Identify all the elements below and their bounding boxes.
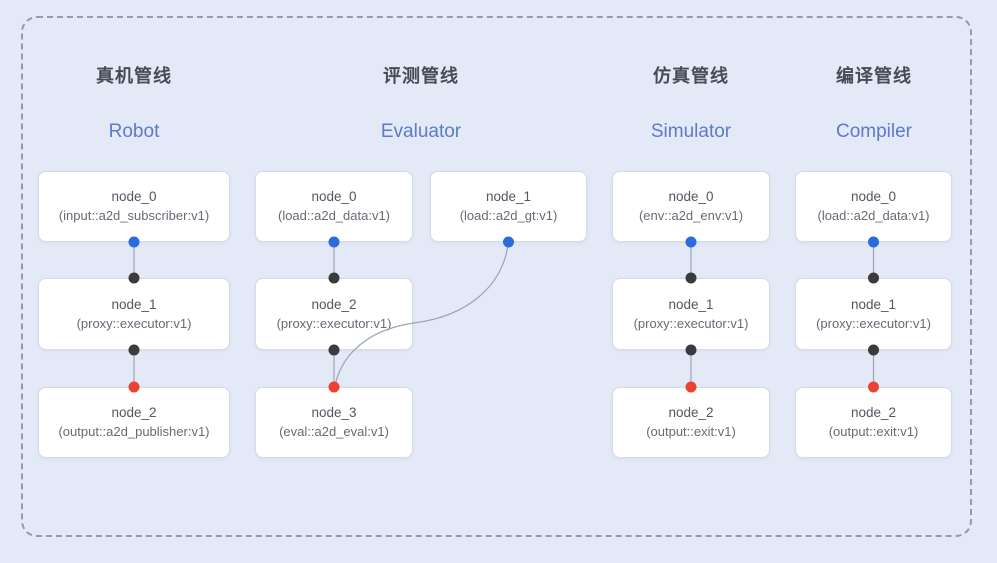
node-name: node_2 (311, 296, 357, 312)
evaluator-title-zh: 评测管线 (383, 66, 459, 86)
node-name: node_1 (485, 189, 532, 205)
compiler-node-2: node_2 (output::exit:v1) (795, 387, 952, 458)
compiler-node-1: node_1 (proxy::executor:v1) (795, 278, 952, 350)
robot-title-zh: 真机管线 (96, 66, 172, 86)
node-name: node_2 (668, 405, 714, 421)
compiler-title-zh: 编译管线 (836, 66, 912, 86)
node-name: node_3 (311, 405, 357, 421)
robot-node-1: node_1 (proxy::executor:v1) (38, 278, 230, 350)
node-type: (load::a2d_gt:v1) (459, 208, 558, 224)
node-name: node_1 (111, 296, 157, 312)
node-type: (output::exit:v1) (828, 424, 919, 440)
compiler-title-en: Compiler (835, 121, 913, 142)
simulator-node-1: node_1 (proxy::executor:v1) (612, 278, 770, 350)
node-type: (input::a2d_subscriber:v1) (58, 208, 210, 224)
robot-node-0: node_0 (input::a2d_subscriber:v1) (38, 171, 230, 242)
evaluator-node-1: node_1 (load::a2d_gt:v1) (430, 171, 587, 242)
evaluator-title-en: Evaluator (380, 121, 462, 142)
node-name: node_0 (311, 189, 357, 205)
simulator-title-zh: 仿真管线 (653, 66, 729, 86)
simulator-title-en: Simulator (650, 121, 732, 142)
simulator-node-0: node_0 (env::a2d_env:v1) (612, 171, 770, 242)
robot-title-en: Robot (108, 121, 160, 142)
node-type: (load::a2d_data:v1) (277, 208, 391, 224)
node-type: (load::a2d_data:v1) (817, 208, 930, 224)
node-name: node_0 (111, 189, 157, 205)
compiler-node-0: node_0 (load::a2d_data:v1) (795, 171, 952, 242)
node-name: node_1 (668, 296, 714, 312)
dashed-frame (21, 16, 972, 537)
node-type: (output::exit:v1) (646, 424, 736, 440)
simulator-node-2: node_2 (output::exit:v1) (612, 387, 770, 458)
evaluator-node-3: node_3 (eval::a2d_eval:v1) (255, 387, 413, 458)
node-type: (env::a2d_env:v1) (638, 208, 744, 224)
node-type: (proxy::executor:v1) (816, 315, 931, 331)
node-name: node_2 (850, 405, 897, 421)
evaluator-node-2: node_2 (proxy::executor:v1) (255, 278, 413, 350)
node-name: node_2 (111, 405, 157, 421)
node-type: (proxy::executor:v1) (633, 315, 749, 331)
evaluator-node-0: node_0 (load::a2d_data:v1) (255, 171, 413, 242)
node-type: (proxy::executor:v1) (76, 315, 192, 331)
node-name: node_0 (668, 189, 714, 205)
node-type: (output::a2d_publisher:v1) (58, 424, 210, 440)
node-name: node_0 (850, 189, 897, 205)
node-name: node_1 (850, 296, 897, 312)
node-type: (proxy::executor:v1) (276, 315, 392, 331)
node-type: (eval::a2d_eval:v1) (279, 424, 389, 440)
robot-node-2: node_2 (output::a2d_publisher:v1) (38, 387, 230, 458)
